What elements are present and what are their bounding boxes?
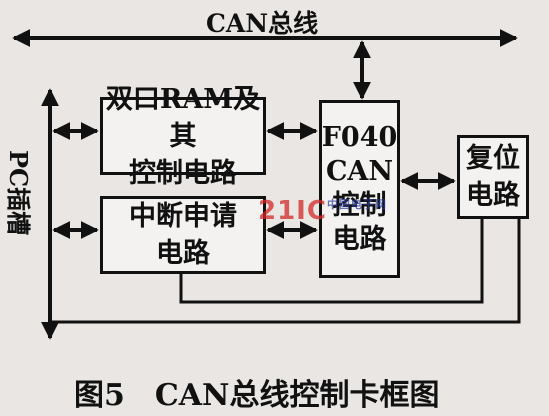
figure-caption: 图5 CAN总线控制卡框图 — [74, 378, 440, 413]
can-controller-block: F040 CAN 控制 电路 — [319, 100, 400, 278]
interrupt-reset-link — [179, 219, 484, 304]
dual-port-ram-block: 双口RAM及其 控制电路 — [100, 84, 266, 189]
reset-pc-link — [50, 219, 521, 324]
dual-port-ram-label: 双口RAM及其 控制电路 — [105, 83, 261, 189]
watermark-text: 21IC — [258, 196, 327, 226]
reset-circuit-label: 复位 电路 — [466, 143, 520, 211]
watermark-logo: 21IC中国电子网 — [258, 196, 387, 226]
reset-circuit-block: 复位 电路 — [457, 135, 529, 219]
pc-slot-label: PC插槽 — [4, 150, 33, 236]
interrupt-request-block: 中断申请 电路 — [100, 196, 266, 274]
watermark-subtext: 中国电子网 — [326, 198, 387, 211]
interrupt-request-label: 中断申请 电路 — [129, 201, 237, 269]
can-bus-label: CAN总线 — [206, 9, 319, 38]
can-controller-label: F040 CAN 控制 电路 — [321, 122, 398, 255]
